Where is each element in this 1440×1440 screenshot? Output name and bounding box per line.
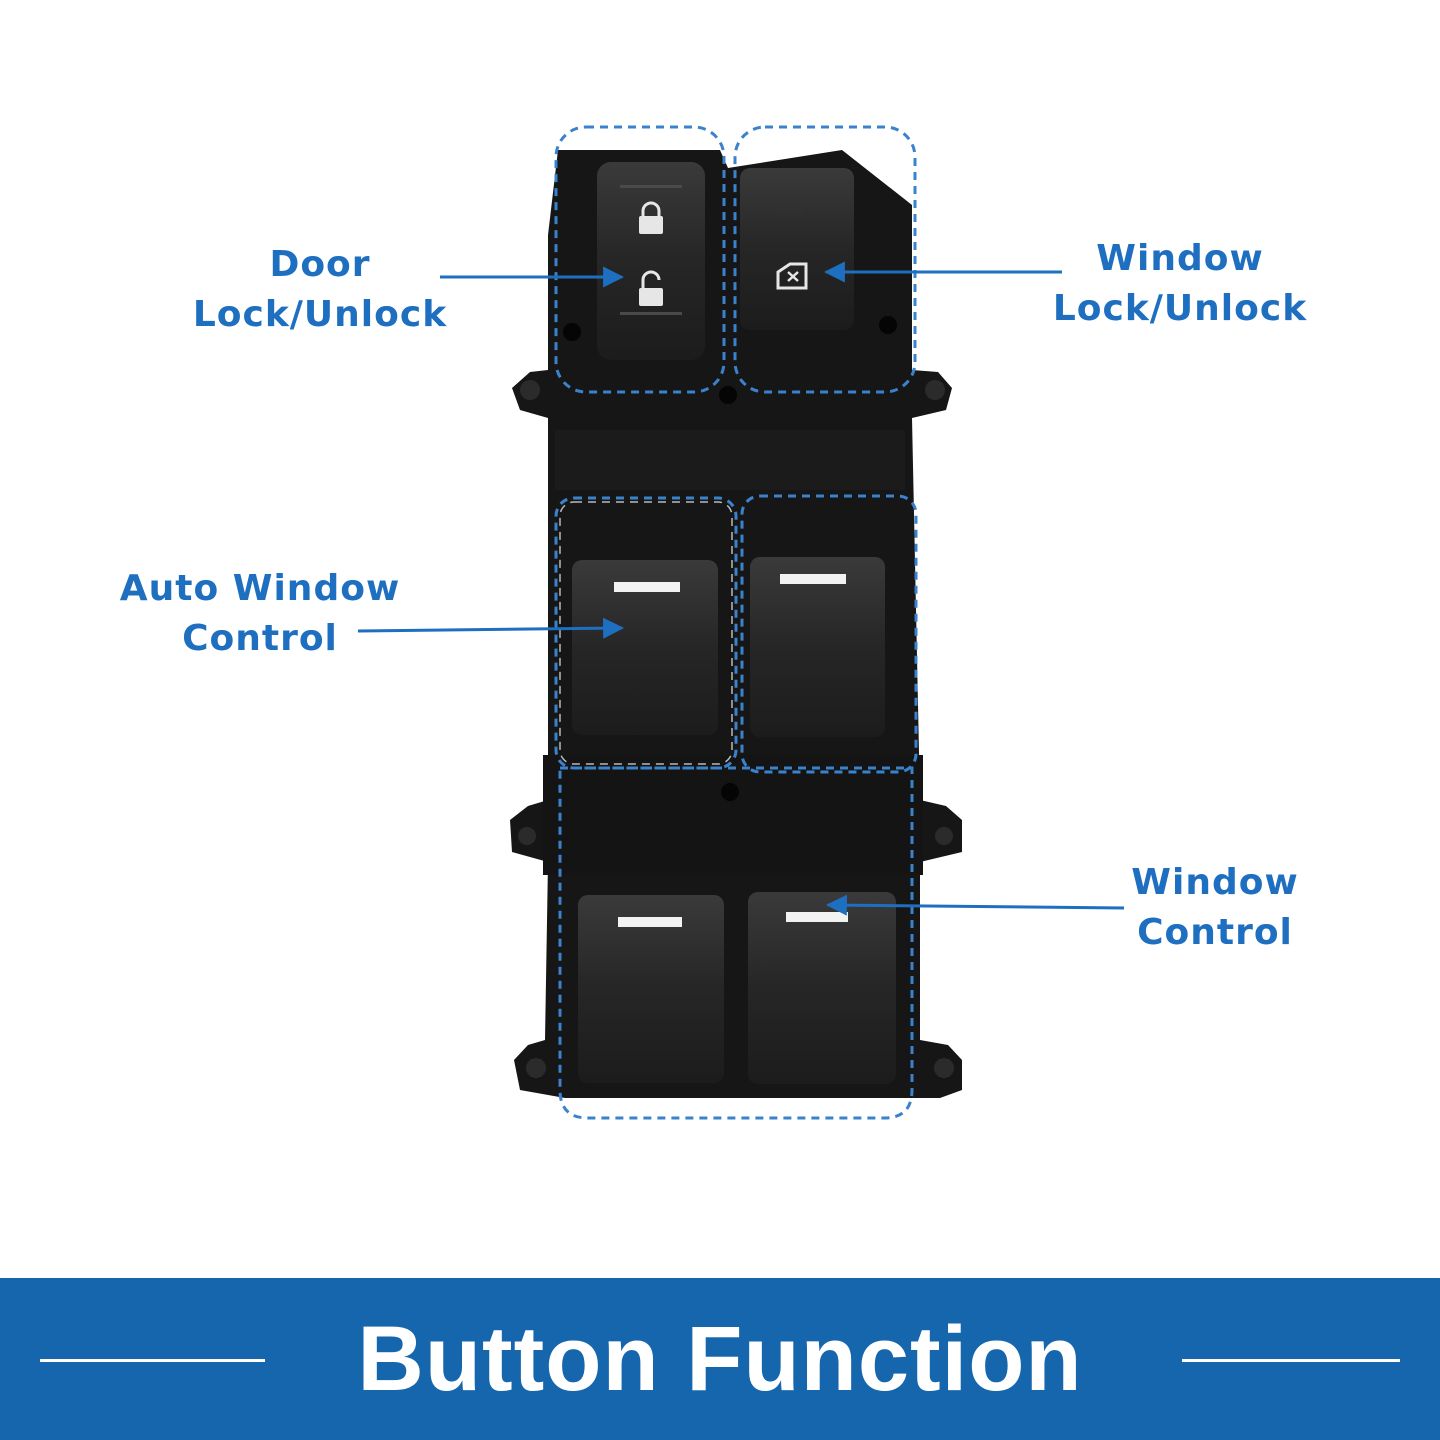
window-control-arrow xyxy=(825,894,1125,916)
footer-rule-right xyxy=(1182,1359,1400,1362)
door-lock-region xyxy=(554,125,726,394)
footer-rule-left xyxy=(40,1359,265,1362)
window-control-region-bottom xyxy=(558,766,914,1120)
door-lock-label: Door Lock/Unlock xyxy=(180,240,460,340)
window-switch-rear-right[interactable] xyxy=(748,892,896,1084)
lock-open-icon xyxy=(639,270,663,306)
auto-window-label-line2: Control xyxy=(182,618,338,659)
window-lock-label-line1: Window xyxy=(1096,238,1264,279)
footer-title: Button Function xyxy=(357,1308,1083,1410)
auto-window-label: Auto Window Control xyxy=(110,564,410,664)
window-lock-icon xyxy=(776,262,808,290)
window-lock-button[interactable] xyxy=(740,168,854,330)
door-lock-label-line1: Door xyxy=(269,244,371,285)
window-lock-label-line2: Lock/Unlock xyxy=(1052,288,1308,329)
door-lock-button[interactable] xyxy=(597,162,705,360)
window-control-label: Window Control xyxy=(1100,858,1330,958)
door-lock-label-line2: Lock/Unlock xyxy=(192,294,448,335)
callout-arrows xyxy=(357,261,1125,916)
window-control-region-top xyxy=(740,494,918,774)
window-lock-label: Window Lock/Unlock xyxy=(1040,234,1320,334)
window-lock-region xyxy=(733,125,917,394)
auto-window-label-line1: Auto Window xyxy=(119,568,401,609)
window-switch-front-right[interactable] xyxy=(750,557,885,737)
window-control-label-line1: Window xyxy=(1131,862,1299,903)
auto-window-switch[interactable] xyxy=(572,560,718,735)
highlight-regions xyxy=(554,125,918,1120)
lock-closed-icon xyxy=(639,201,663,234)
auto-window-arrow xyxy=(357,617,625,639)
window-switch-rear-left[interactable] xyxy=(578,895,724,1083)
window-control-label-line2: Control xyxy=(1137,912,1293,953)
